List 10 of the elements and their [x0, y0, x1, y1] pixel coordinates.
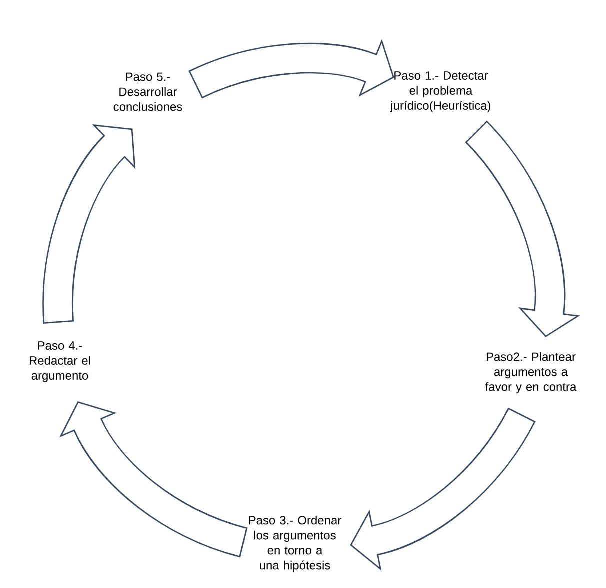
step-label: Paso 4.- Redactar el argumento: [30, 342, 90, 382]
block-arrow: [189, 39, 394, 99]
step-label: Paso 1.- Detectar el problema jurídico(Heurística): [390, 72, 491, 112]
block-arrow: [350, 407, 536, 571]
step-label: Paso 5.- Desarrollar conclusiones: [114, 72, 182, 112]
block-arrow: [60, 402, 248, 558]
block-arrow: [42, 124, 136, 324]
block-arrow: [464, 121, 580, 338]
step-label: Paso2.- Plantear argumentos a favor y en contra: [485, 352, 577, 394]
step-label: Paso 3.- Ordenar los argumentos en torno a una hipótesis: [249, 516, 342, 572]
